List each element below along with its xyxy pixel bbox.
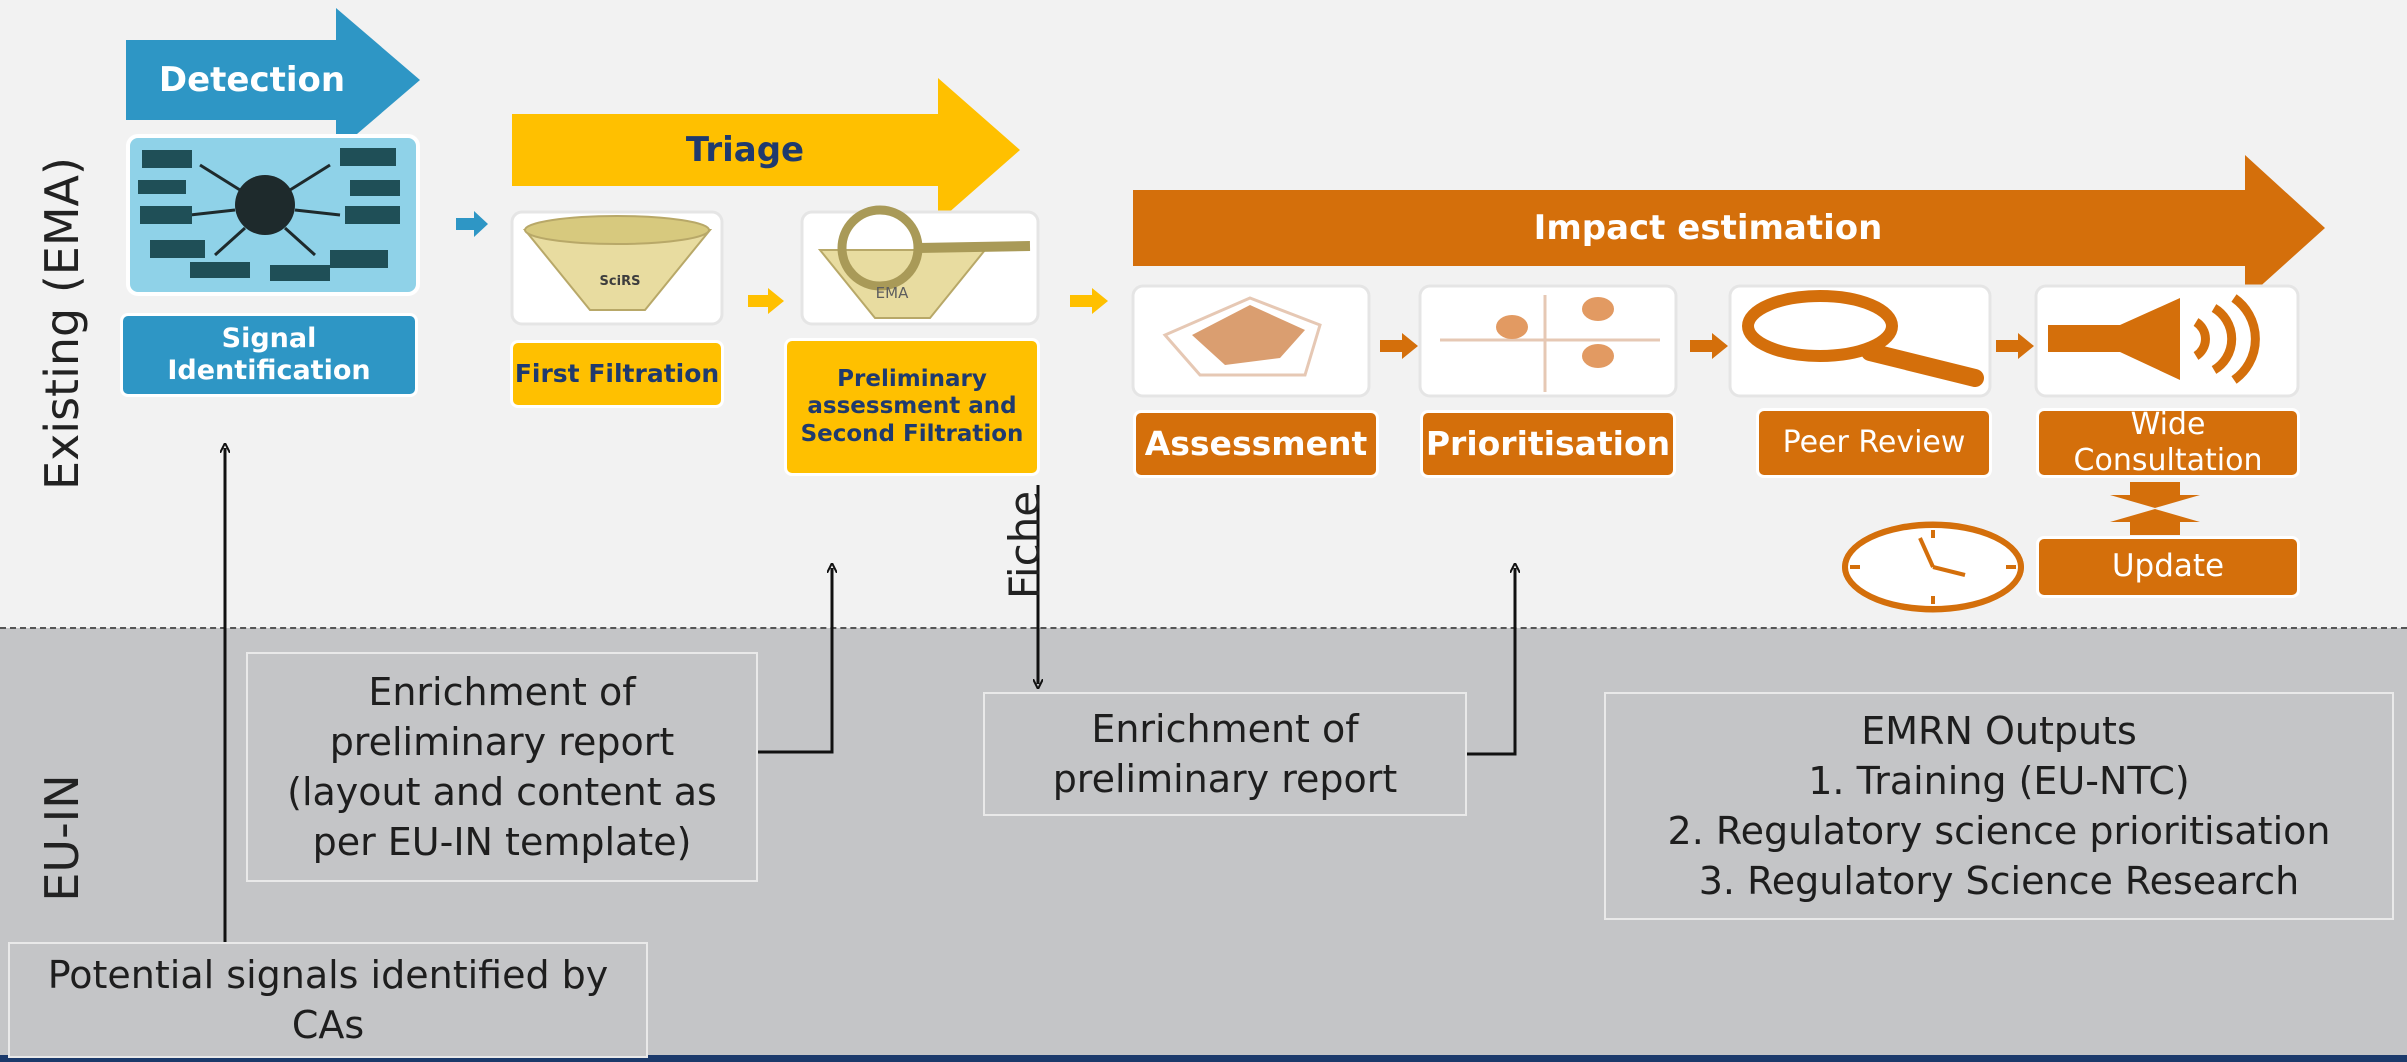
clock-icon [1842,521,2024,613]
enrichment-box-template: Enrichment of preliminary report (layout… [246,652,758,882]
priority-matrix-icon [1418,284,1678,398]
bottom-rule [0,1055,2407,1062]
arrow-first-to-preliminary [748,288,784,314]
emrn-outputs-box: EMRN Outputs 1. Training (EU-NTC) 2. Reg… [1604,692,2394,920]
band-divider [0,627,2407,629]
potential-signals-box: Potential signals identified by CAs [8,942,648,1058]
detection-stage-arrow [126,8,420,152]
ema-magnifier-funnel-icon [800,205,1040,326]
arrow-detection-to-triage [456,211,488,237]
step-prioritisation: Prioritisation [1420,410,1676,478]
signal-network-icon [126,134,420,296]
update-up-arrow [2110,509,2200,535]
step-preliminary-assessment: Preliminary assessment and Second Filtra… [784,338,1040,476]
step-update: Update [2036,536,2300,598]
emrn-output-item: 2. Regulatory science prioritisation [1667,809,2331,853]
impact-stage-arrow [1133,155,2325,300]
step-signal-identification: Signal Identification [120,313,418,397]
enrichment-box-preliminary: Enrichment of preliminary report [983,692,1467,816]
step-wide-consultation: Wide Consultation [2036,407,2300,478]
arrow-assessment-to-prioritisation [1380,333,1418,359]
radar-chart-icon [1131,284,1371,398]
step-peer-review: Peer Review [1756,408,1992,478]
megaphone-icon [2034,284,2300,398]
stage-detection-label: Detection [158,60,346,100]
scirs-funnel-icon [510,210,724,326]
step-first-filtration: First Filtration [510,340,724,408]
fiche-label: Fiche [1000,490,1049,600]
stage-impact-label: Impact estimation [1533,208,1883,248]
emrn-outputs-title: EMRN Outputs [1861,708,2137,753]
connector-enrichment2-to-prioritisation [1466,568,1515,756]
connector-enrichment1-to-preliminary [757,568,832,754]
peer-review-magnifier-icon [1728,284,1992,398]
arrow-prioritisation-to-peer-review [1690,333,1728,359]
update-down-arrow [2110,482,2200,508]
step-assessment: Assessment [1133,410,1379,478]
arrow-peer-review-to-consultation [1996,333,2034,359]
arrow-triage-to-impact [1070,288,1108,314]
emrn-output-item: 1. Training (EU-NTC) [1808,758,2190,803]
emrn-output-item: 3. Regulatory Science Research [1698,859,2300,904]
scirs-icon-label: SciRS [599,274,641,289]
emrn-outputs-list: 1. Training (EU-NTC) 2. Regulatory scien… [1668,756,2331,906]
stage-triage-label: Triage [685,130,805,170]
triage-stage-arrow [512,78,1020,222]
ema-icon-label: EMA [875,284,909,302]
